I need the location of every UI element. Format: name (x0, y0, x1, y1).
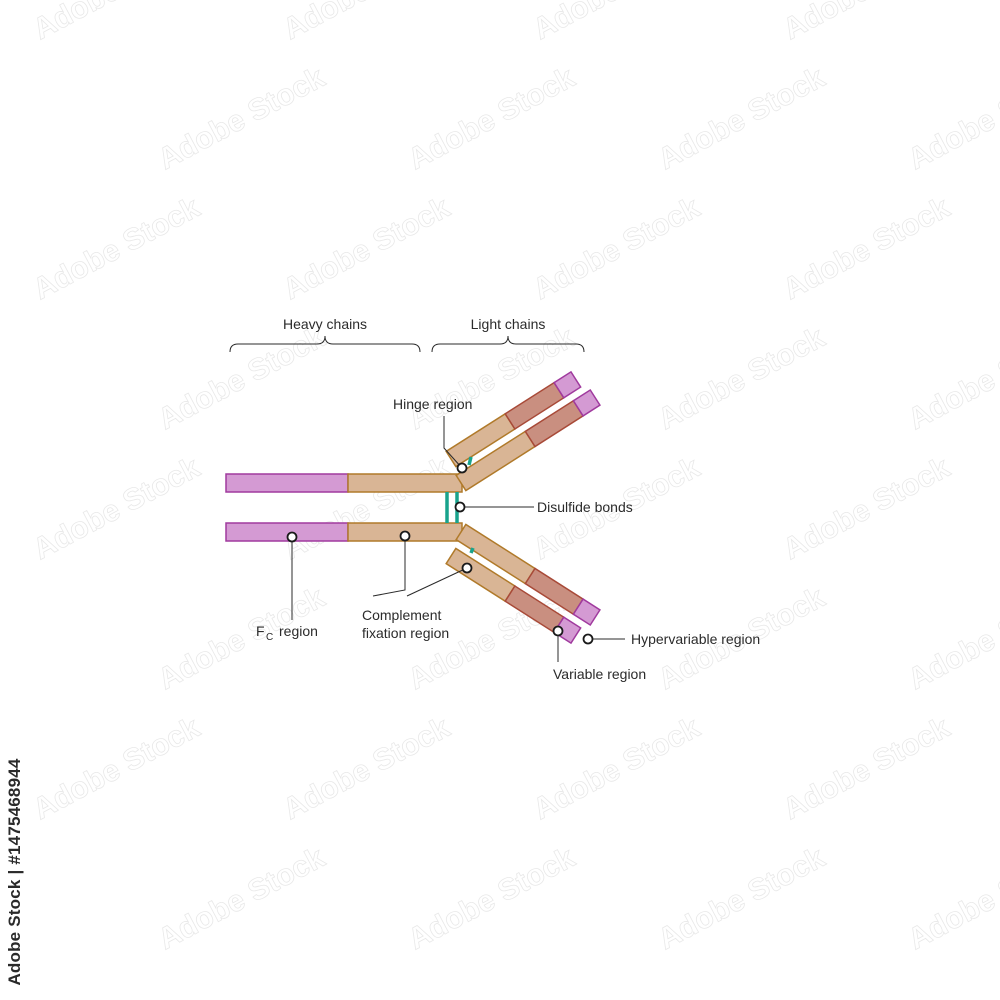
fc-region-subscript: C (266, 632, 273, 643)
watermark-tile: Adobe Stock (903, 321, 1000, 436)
watermark-tile: Adobe Stock (153, 321, 331, 436)
hypervariable-marker (582, 633, 594, 645)
fc-region-label: F C region (256, 623, 318, 643)
watermark-tile: Adobe Stock (28, 191, 206, 306)
heavy-chains-bracket (229, 335, 421, 353)
hinge-marker (456, 462, 468, 474)
watermark-tile: Adobe Stock (528, 0, 706, 46)
complement-leader-2 (406, 567, 468, 597)
upper-constant-segment (347, 473, 463, 493)
fc-marker (286, 531, 298, 543)
lower-light-chain (445, 547, 582, 645)
fc-region-f: F (256, 623, 265, 639)
watermark-tile: Adobe Stock (28, 0, 206, 46)
watermark-tile: Adobe Stock (153, 841, 331, 956)
watermark-tile: Adobe Stock (903, 581, 1000, 696)
complement-marker-light (461, 562, 473, 574)
light-chains-label: Light chains (471, 316, 546, 332)
watermark-tile: Adobe Stock (778, 711, 956, 826)
complement-label-line2: fixation region (362, 625, 449, 641)
hinge-leader (443, 416, 463, 469)
complement-label-line1: Complement (362, 607, 441, 623)
hypervariable-region-label: Hypervariable region (631, 631, 760, 647)
variable-region-label: Variable region (553, 666, 646, 682)
watermark-tile: Adobe Stock (528, 191, 706, 306)
watermark-tile: Adobe Stock (778, 0, 956, 46)
light-chains-bracket (431, 335, 585, 353)
watermark-tile: Adobe Stock (778, 191, 956, 306)
variable-marker (552, 625, 564, 637)
heavy-chains-label: Heavy chains (283, 316, 367, 332)
watermark-tile: Adobe Stock (278, 711, 456, 826)
watermark-tile: Adobe Stock (903, 61, 1000, 176)
upper-heavy-arm (455, 388, 601, 492)
lower-heavy-arm (455, 523, 601, 627)
watermark-tile: Adobe Stock (403, 61, 581, 176)
fc-region-suffix: region (279, 623, 318, 639)
upper-fc-segment (225, 473, 349, 493)
watermark-tile: Adobe Stock (778, 451, 956, 566)
disulfide-marker (454, 501, 466, 513)
watermark-tile: Adobe Stock (278, 191, 456, 306)
complement-marker-heavy (399, 530, 411, 542)
watermark-tile: Adobe Stock (28, 711, 206, 826)
disulfide-bonds-label: Disulfide bonds (537, 499, 633, 515)
watermark-tile: Adobe Stock (653, 321, 831, 436)
watermark-tile: Adobe Stock (903, 841, 1000, 956)
watermark-tile: Adobe Stock (278, 0, 456, 46)
watermark-tile: Adobe Stock (278, 451, 456, 566)
upper-light-chain (445, 370, 582, 468)
stock-id-watermark: Adobe Stock | #1475468944 (0, 752, 30, 992)
watermark-tile: Adobe Stock (153, 61, 331, 176)
watermark-tile: Adobe Stock (653, 61, 831, 176)
hinge-region-label: Hinge region (393, 396, 472, 412)
complement-leader (372, 537, 406, 597)
stock-id-text: Adobe Stock | #1475468944 (5, 758, 24, 986)
watermark-tile: Adobe Stock (653, 841, 831, 956)
watermark-tile: Adobe Stock (28, 451, 206, 566)
watermark-tile: Adobe Stock (528, 711, 706, 826)
watermark-tile: Adobe Stock (403, 841, 581, 956)
